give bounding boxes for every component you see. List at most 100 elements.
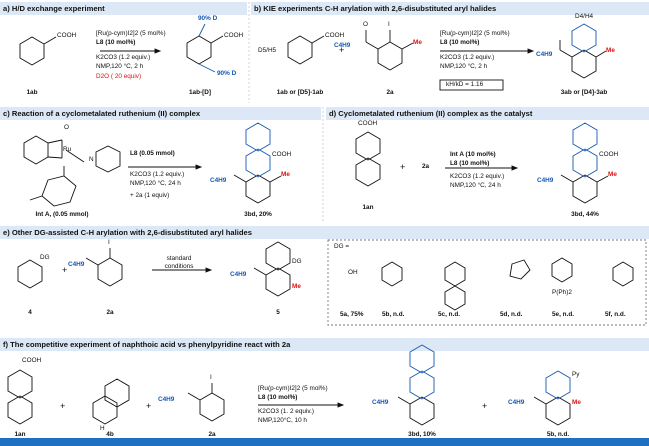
kie-value: kH/kD = 1.16 [446,81,484,88]
benzene-ring [572,174,598,204]
panel-d-title: d) Cyclometalated ruthenium (II) complex… [326,107,649,120]
benzene-ring [409,396,435,426]
isotope-label: D4/H4 [575,13,594,20]
condition-base: K2CO3 (1.2 equiv.) [450,173,505,180]
iodo-label: I [210,374,212,381]
quinoline-ring [444,285,466,311]
benzene-ring [377,41,403,71]
compound-label-1ab-d: 1ab-[D] [188,89,212,96]
condition-base: K2CO3 (1.2 equiv.) [440,54,495,61]
naphthalene-ring [7,369,33,399]
naphthalene-ring [572,122,598,152]
condition-temp: NMP,120 °C, 24 h [450,182,501,189]
methyl-label: Me [292,283,301,290]
iodo-label: I [388,21,390,28]
dg-item-5b: 5b, n.d. [382,311,405,318]
methyl-label: Me [413,39,422,46]
plus-sign: + [482,401,488,411]
condition-temp: NMP,120°C, 10 h [258,417,307,424]
compound-label-5: 5 [276,309,280,316]
butyl-label: C4H9 [210,177,227,184]
benzene-ring [17,259,43,289]
panel-c-title: c) Reaction of a cyclometalated rutheniu… [0,107,321,120]
condition-ligand: L8 (10 mol%) [258,394,298,401]
benzene-ring [19,36,45,66]
compound-label-1an: 1an [14,431,26,438]
reagent-2a: 2a [422,163,430,170]
naphthalene-ring [355,157,381,187]
methyl-label: Me [572,399,581,406]
plus-sign: + [60,401,66,411]
pyridine-ring [612,261,634,287]
panel-a-title: a) H/D exchange experiment [0,2,247,15]
benzene-ring [545,396,571,426]
cooh-label: COOH [57,32,77,39]
isotope-label: D5/H5 [258,47,277,54]
compound-label-3bd: 3bd, 10% [408,431,436,438]
benzene-ring [571,23,597,53]
panel-e-title: e) Other DG-assisted C-H arylation with … [0,226,649,239]
dg-item-5f: 5f, n.d. [605,311,626,318]
butyl-label: C4H9 [372,399,389,406]
pyridine-ring [381,261,403,287]
panel-f-title: f) The competitive experiment of naphtho… [0,338,649,351]
condition-catalyst: [Ru(p-cym)I2]2 (5 mol%) [96,30,166,37]
benzene-ring [23,135,49,165]
condition-d2o: D2O ( 20 equiv) [96,73,142,80]
compound-label-1an: 1an [362,204,374,211]
condition-temp: NMP,120 °C, 2 h [96,63,144,70]
compound-label-5b: 5b, n.d. [546,431,570,438]
compound-label-2a: 2a [208,431,216,438]
condition-ligand: L8 (0.05 mmol) [130,150,175,157]
dg-box [327,239,647,326]
condition-catalyst: [Ru(p-cym)I2]2 (5 mol%) [440,30,510,37]
methyl-label: Me [608,171,617,178]
butyl-label: C4H9 [334,42,351,49]
methyl-label: Me [606,47,615,54]
cooh-label: COOH [272,151,292,158]
dg-item-5d: 5d, n.d. [500,311,523,318]
cooh-label: COOH [325,32,345,39]
arrow-label-standard: standard [166,255,192,262]
benzene-ring [287,35,313,65]
benzene-ring [97,257,123,287]
naphthalene-ring [572,148,598,178]
condition-base: K2CO3 (1.2 equiv.) [96,54,151,61]
pyridine-ring [95,145,121,173]
dg-item-5a: 5a, 75% [340,311,364,318]
p-cymene-ring [41,175,77,207]
condition-temp: NMP,120 °C, 2 h [440,63,488,70]
benzene-ring [245,174,271,204]
butyl-label: C4H9 [536,51,553,58]
plus-sign: + [400,162,406,172]
plus-sign: + [146,401,152,411]
dg-substituent: DG [292,258,302,265]
deuterium-label-top: 90% D [198,15,218,22]
naphthalene-ring [355,131,381,161]
butyl-label: C4H9 [537,177,554,184]
arrow-label-conditions: conditions [164,263,194,270]
condition-ligand: L8 (10 mol%) [96,39,136,46]
compound-label-2a: 2a [386,89,394,96]
iodo-label: I [108,239,110,246]
nitrogen-label: N [89,156,94,163]
condition-temp: NMP,120 °C, 24 h [130,180,181,187]
compound-label-3ab: 3ab or [D4]-3ab [560,89,608,96]
condition-ligand: L8 (10 mol%) [440,39,480,46]
condition-reagent: + 2a (1 equiv) [130,192,170,199]
oxazoline-ring [509,259,531,280]
naphthalene-ring [245,122,271,152]
compound-label-int-a: Int A, (0.05 mmol) [35,211,89,218]
quinoline-ring [444,261,466,287]
benzene-ring [571,49,597,79]
methyl-label: Me [281,171,290,178]
naphthalene-ring [245,148,271,178]
oxygen-label: O [363,21,368,28]
hydroxyl-label: OH [348,269,358,276]
panel-b-title: b) KIE experiments C-H arylation with 2,… [251,2,649,15]
naphthalene-ring [409,370,435,400]
butyl-label: C4H9 [508,399,525,406]
phosphine-label: P(Ph)2 [552,289,572,296]
butyl-label: C4H9 [230,271,247,278]
condition-base: K2CO3 (1.2 equiv.) [130,171,185,178]
